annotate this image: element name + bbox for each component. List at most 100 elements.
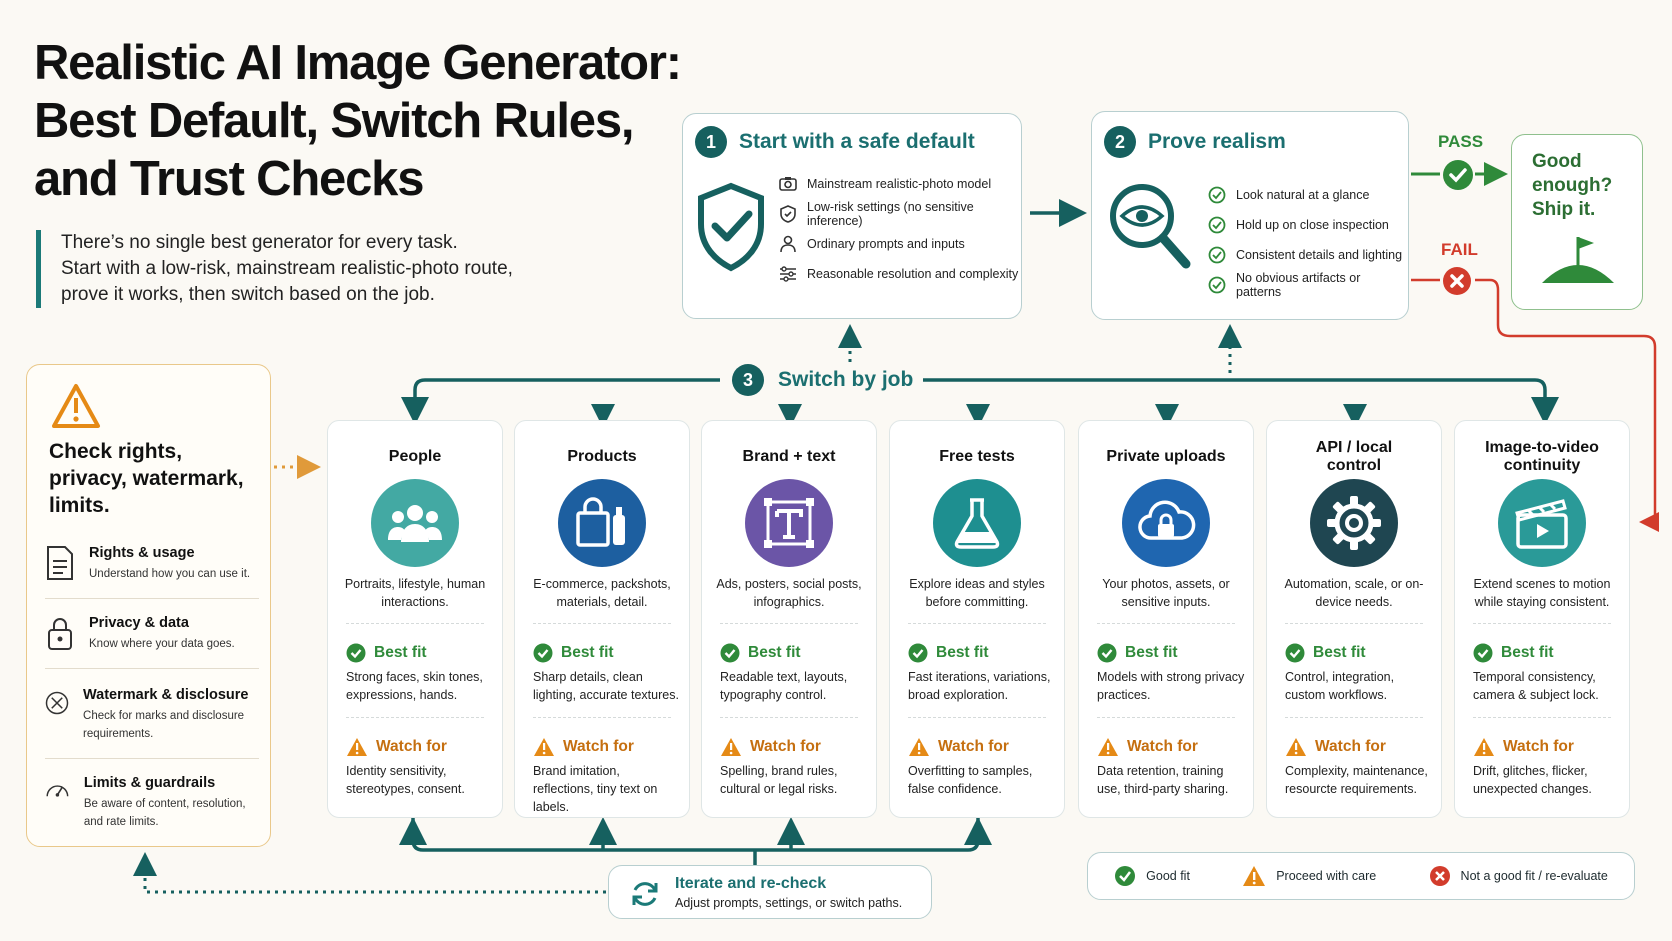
page-title: Realistic AI Image Generator: Best Defau… — [34, 36, 682, 206]
step1-safe-default-card: 1 Start with a safe default Mainstream r… — [682, 113, 1022, 319]
check-circle-icon — [720, 643, 740, 663]
check-circle-icon — [1285, 643, 1305, 663]
pass-check-icon — [1443, 160, 1473, 190]
watch-for-text: Data retention, training use, third-part… — [1097, 764, 1229, 796]
warning-icon — [721, 738, 741, 756]
best-fit-text: Strong faces, skin tones, expressions, h… — [346, 670, 483, 702]
shield-small-icon — [780, 205, 796, 223]
step3-switch-by-job: 3 Switch by job — [722, 364, 924, 396]
step1-item: Low-risk settings (no sensitive inferenc… — [779, 199, 1021, 229]
check-circle-icon — [1208, 186, 1226, 204]
warning-icon — [1098, 738, 1118, 756]
watch-for-label: Watch for — [1097, 737, 1198, 757]
best-fit-label: Best fit — [908, 643, 989, 663]
rights-title: Check rights, privacy, watermark, limits… — [49, 440, 244, 517]
step2-prove-realism-card: 2 Prove realism Look natural at a glance… — [1091, 111, 1409, 320]
watch-for-label: Watch for — [1473, 737, 1574, 757]
legend-good-fit: Good fit — [1114, 865, 1190, 887]
best-fit-text: Fast iterations, variations, broad explo… — [908, 670, 1051, 702]
check-circle-icon — [1097, 643, 1117, 663]
job-description: E-commerce, packshots, materials, detail… — [533, 577, 671, 609]
check-circle-icon — [1473, 643, 1493, 663]
job-description: Ads, posters, social posts, infographics… — [716, 577, 862, 609]
job-title: Brand + text — [742, 448, 836, 465]
shield-check-icon — [698, 182, 764, 272]
watch-for-text: Overfitting to samples, false confidence… — [908, 764, 1033, 796]
job-title: API / local control — [1315, 439, 1393, 474]
watch-for-text: Complexity, maintenance, resourcte requi… — [1285, 764, 1428, 796]
job-title: Free tests — [939, 448, 1015, 465]
best-fit-text: Models with strong privacy practices. — [1097, 670, 1245, 702]
best-fit-label: Best fit — [1473, 643, 1554, 663]
best-fit-label: Best fit — [1285, 643, 1366, 663]
rights-privacy-card: Check rights, privacy, watermark, limits… — [26, 364, 271, 847]
cloud-lock-icon — [1122, 479, 1210, 567]
step2-item: Consistent details and lighting — [1208, 240, 1408, 270]
watch-for-label: Watch for — [720, 737, 821, 757]
warning-icon — [1243, 866, 1266, 886]
watch-for-text: Spelling, brand rules, cultural or legal… — [720, 764, 838, 796]
clapperboard-icon — [1498, 479, 1586, 567]
iterate-title: Iterate and re-check — [675, 875, 827, 892]
job-description: Explore ideas and styles before committi… — [909, 577, 1045, 609]
fail-label: FAIL — [1441, 240, 1478, 259]
ship-it-card: Good enough? Ship it. — [1511, 134, 1643, 310]
job-title: Products — [567, 448, 637, 465]
legend-not-good-fit: Not a good fit / re-evaluate — [1429, 865, 1608, 887]
step2-item: Look natural at a glance — [1208, 180, 1408, 210]
step2-item: No obvious artifacts or patterns — [1208, 270, 1408, 300]
step2-title: Prove realism — [1148, 130, 1286, 153]
check-circle-icon — [1208, 216, 1226, 234]
legend: Good fit Proceed with care Not a good fi… — [1087, 852, 1635, 900]
best-fit-label: Best fit — [346, 643, 427, 663]
check-circle-icon — [908, 643, 928, 663]
watch-for-text: Brand imitation, reflections, tiny text … — [533, 764, 658, 814]
step3-number: 3 — [732, 364, 764, 396]
best-fit-label: Best fit — [1097, 643, 1178, 663]
job-title: Image-to-video continuity — [1485, 439, 1599, 474]
pass-label: PASS — [1438, 132, 1484, 151]
watch-for-text: Drift, glitches, flicker, unexpected cha… — [1473, 764, 1592, 796]
check-circle-icon — [1208, 276, 1226, 294]
x-circle-icon — [1429, 866, 1450, 886]
iterate-recheck-box: Iterate and re-check Adjust prompts, set… — [608, 865, 932, 919]
people-icon — [371, 479, 459, 567]
refresh-icon — [632, 882, 658, 906]
watch-for-text: Identity sensitivity, stereotypes, conse… — [346, 764, 465, 796]
iterate-desc: Adjust prompts, settings, or switch path… — [675, 896, 903, 910]
sliders-icon — [780, 266, 796, 282]
watch-for-label: Watch for — [908, 737, 1009, 757]
job-description: Extend scenes to motion while staying co… — [1473, 577, 1611, 609]
warning-icon — [347, 738, 367, 756]
job-description: Portraits, lifestyle, human interactions… — [344, 577, 486, 609]
step2-item: Hold up on close inspection — [1208, 210, 1408, 240]
step1-number: 1 — [695, 126, 727, 158]
flag-on-hill-icon — [1542, 237, 1614, 283]
step1-title: Start with a safe default — [739, 130, 975, 153]
check-circle-icon — [346, 643, 366, 663]
watch-for-label: Watch for — [346, 737, 447, 757]
check-circle-icon — [1115, 866, 1136, 886]
job-description: Automation, scale, or on-device needs. — [1284, 577, 1424, 609]
job-title: People — [388, 448, 442, 465]
legend-proceed-care: Proceed with care — [1242, 865, 1376, 887]
job-description: Your photos, assets, or sensitive inputs… — [1102, 577, 1230, 609]
step3-title: Switch by job — [778, 368, 914, 391]
watermark-icon — [45, 691, 69, 715]
person-icon — [780, 235, 796, 253]
text-icon — [745, 479, 833, 567]
warning-icon — [1286, 738, 1306, 756]
warning-triangle-icon — [52, 384, 100, 428]
watch-for-label: Watch for — [533, 737, 634, 757]
check-circle-icon — [1208, 246, 1226, 264]
check-circle-icon — [533, 643, 553, 663]
magnifier-eye-icon — [1110, 184, 1191, 269]
